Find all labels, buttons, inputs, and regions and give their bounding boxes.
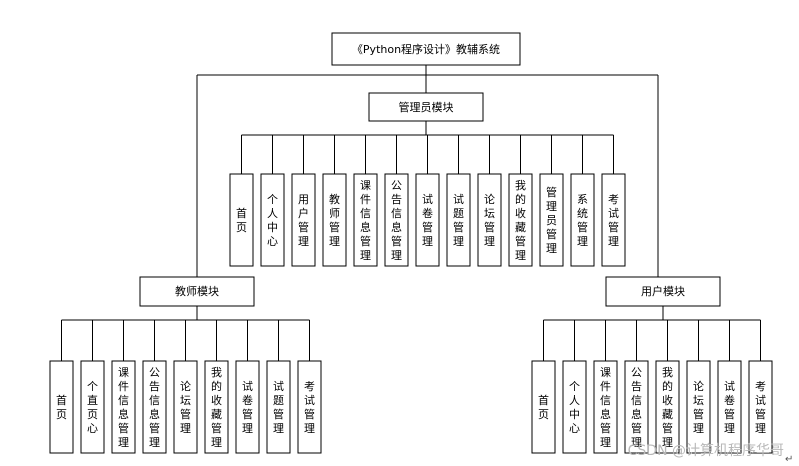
- admin-child-node: 我的收藏管理: [508, 173, 533, 267]
- admin-child-label: 我的收藏管理: [515, 179, 526, 262]
- teacher-child-label: 个直页心: [87, 380, 98, 435]
- admin-child-label: 教师管理: [329, 193, 340, 248]
- teacher-child-node: 我的收藏管理: [204, 360, 229, 454]
- admin-child-node: 论坛管理: [477, 173, 502, 267]
- admin-child-node: 系统管理: [570, 173, 595, 267]
- teacher-child-label: 考试管理: [304, 380, 315, 435]
- teacher-child-label: 首页: [56, 393, 67, 421]
- teacher-module-node: 教师模块: [139, 276, 255, 307]
- teacher-child-label: 我的收藏管理: [211, 366, 222, 449]
- admin-child-node: 课件信息管理: [353, 173, 378, 267]
- admin-module-children: 首页 个人中心 用户管理 教师管理 课件信息管理 公告信息管理 试卷管理 试题管理 论坛管理 我的…: [229, 121, 626, 267]
- user-child-node: 个人中心: [562, 360, 587, 454]
- teacher-child-node: 试题管理: [266, 360, 291, 454]
- admin-child-node: 公告信息管理: [384, 173, 409, 267]
- teacher-child-node: 考试管理: [297, 360, 322, 454]
- teacher-child-label: 公告信息管理: [149, 366, 160, 449]
- user-child-label: 论坛管理: [693, 379, 704, 435]
- root-label: 《Python程序设计》教辅系统: [352, 42, 500, 56]
- root-node: 《Python程序设计》教辅系统: [331, 32, 521, 66]
- user-child-node: 首页: [531, 360, 556, 454]
- admin-child-node: 试题管理: [446, 173, 471, 267]
- user-child-node: 课件信息管理: [593, 360, 618, 454]
- teacher-child-label: 课件信息管理: [118, 366, 129, 449]
- admin-child-node: 个人中心: [260, 173, 285, 267]
- admin-child-label: 公告信息管理: [391, 179, 402, 262]
- user-module-children: 首页 个人中心 课件信息管理 公告信息管理 我的收藏管理 论坛管理 试卷管理 考试管理: [531, 306, 773, 454]
- admin-child-label: 考试管理: [608, 193, 619, 248]
- teacher-child-node: 公告信息管理: [142, 360, 167, 454]
- admin-child-node: 考试管理: [601, 173, 626, 267]
- teacher-child-node: 论坛管理: [173, 360, 198, 454]
- admin-module-node: 管理员模块: [368, 92, 484, 122]
- admin-child-label: 用户管理: [298, 193, 309, 248]
- root-connectors: [196, 65, 659, 277]
- teacher-child-label: 论坛管理: [180, 379, 191, 435]
- user-child-node: 考试管理: [748, 360, 773, 454]
- admin-child-label: 首页: [236, 206, 247, 234]
- csdn-watermark: CSDN @计算机程序华哥: [628, 443, 784, 459]
- admin-child-node: 管理员管理: [539, 173, 564, 267]
- user-child-node: 我的收藏管理: [655, 360, 680, 454]
- user-child-label: 首页: [538, 393, 549, 421]
- teacher-child-node: 首页: [49, 360, 74, 454]
- teacher-child-label: 试题管理: [273, 380, 284, 435]
- user-child-label: 考试管理: [755, 380, 766, 435]
- user-child-label: 试卷管理: [724, 380, 735, 435]
- teacher-child-node: 个直页心: [80, 360, 105, 454]
- user-child-label: 课件信息管理: [600, 366, 611, 449]
- admin-module-label: 管理员模块: [399, 100, 454, 114]
- admin-child-label: 课件信息管理: [360, 179, 371, 262]
- teacher-child-node: 课件信息管理: [111, 360, 136, 454]
- teacher-module-label: 教师模块: [175, 285, 219, 298]
- admin-child-node: 用户管理: [291, 173, 316, 267]
- admin-child-label: 试卷管理: [422, 193, 433, 248]
- user-child-node: 公告信息管理: [624, 360, 649, 454]
- admin-child-node: 试卷管理: [415, 173, 440, 267]
- user-module-node: 用户模块: [605, 276, 721, 307]
- admin-child-node: 教师管理: [322, 173, 347, 267]
- teacher-child-label: 试卷管理: [242, 380, 253, 435]
- user-child-node: 试卷管理: [717, 360, 742, 454]
- admin-child-label: 管理员管理: [546, 185, 557, 255]
- paragraph-mark: ↵: [785, 454, 793, 465]
- teacher-child-node: 试卷管理: [235, 360, 260, 454]
- user-child-label: 个人中心: [569, 380, 580, 435]
- user-child-label: 公告信息管理: [631, 366, 642, 449]
- admin-child-label: 系统管理: [577, 193, 588, 248]
- admin-child-label: 论坛管理: [484, 192, 495, 248]
- user-child-label: 我的收藏管理: [662, 366, 673, 449]
- admin-child-node: 首页: [229, 173, 254, 267]
- user-child-node: 论坛管理: [686, 360, 711, 454]
- admin-child-label: 试题管理: [453, 193, 464, 248]
- user-module-label: 用户模块: [641, 284, 685, 298]
- teacher-module-children: 首页 个直页心 课件信息管理 公告信息管理 论坛管理 我的收藏管理 试卷管理 试题管理 考试管理: [49, 306, 322, 454]
- admin-child-label: 个人中心: [267, 193, 278, 248]
